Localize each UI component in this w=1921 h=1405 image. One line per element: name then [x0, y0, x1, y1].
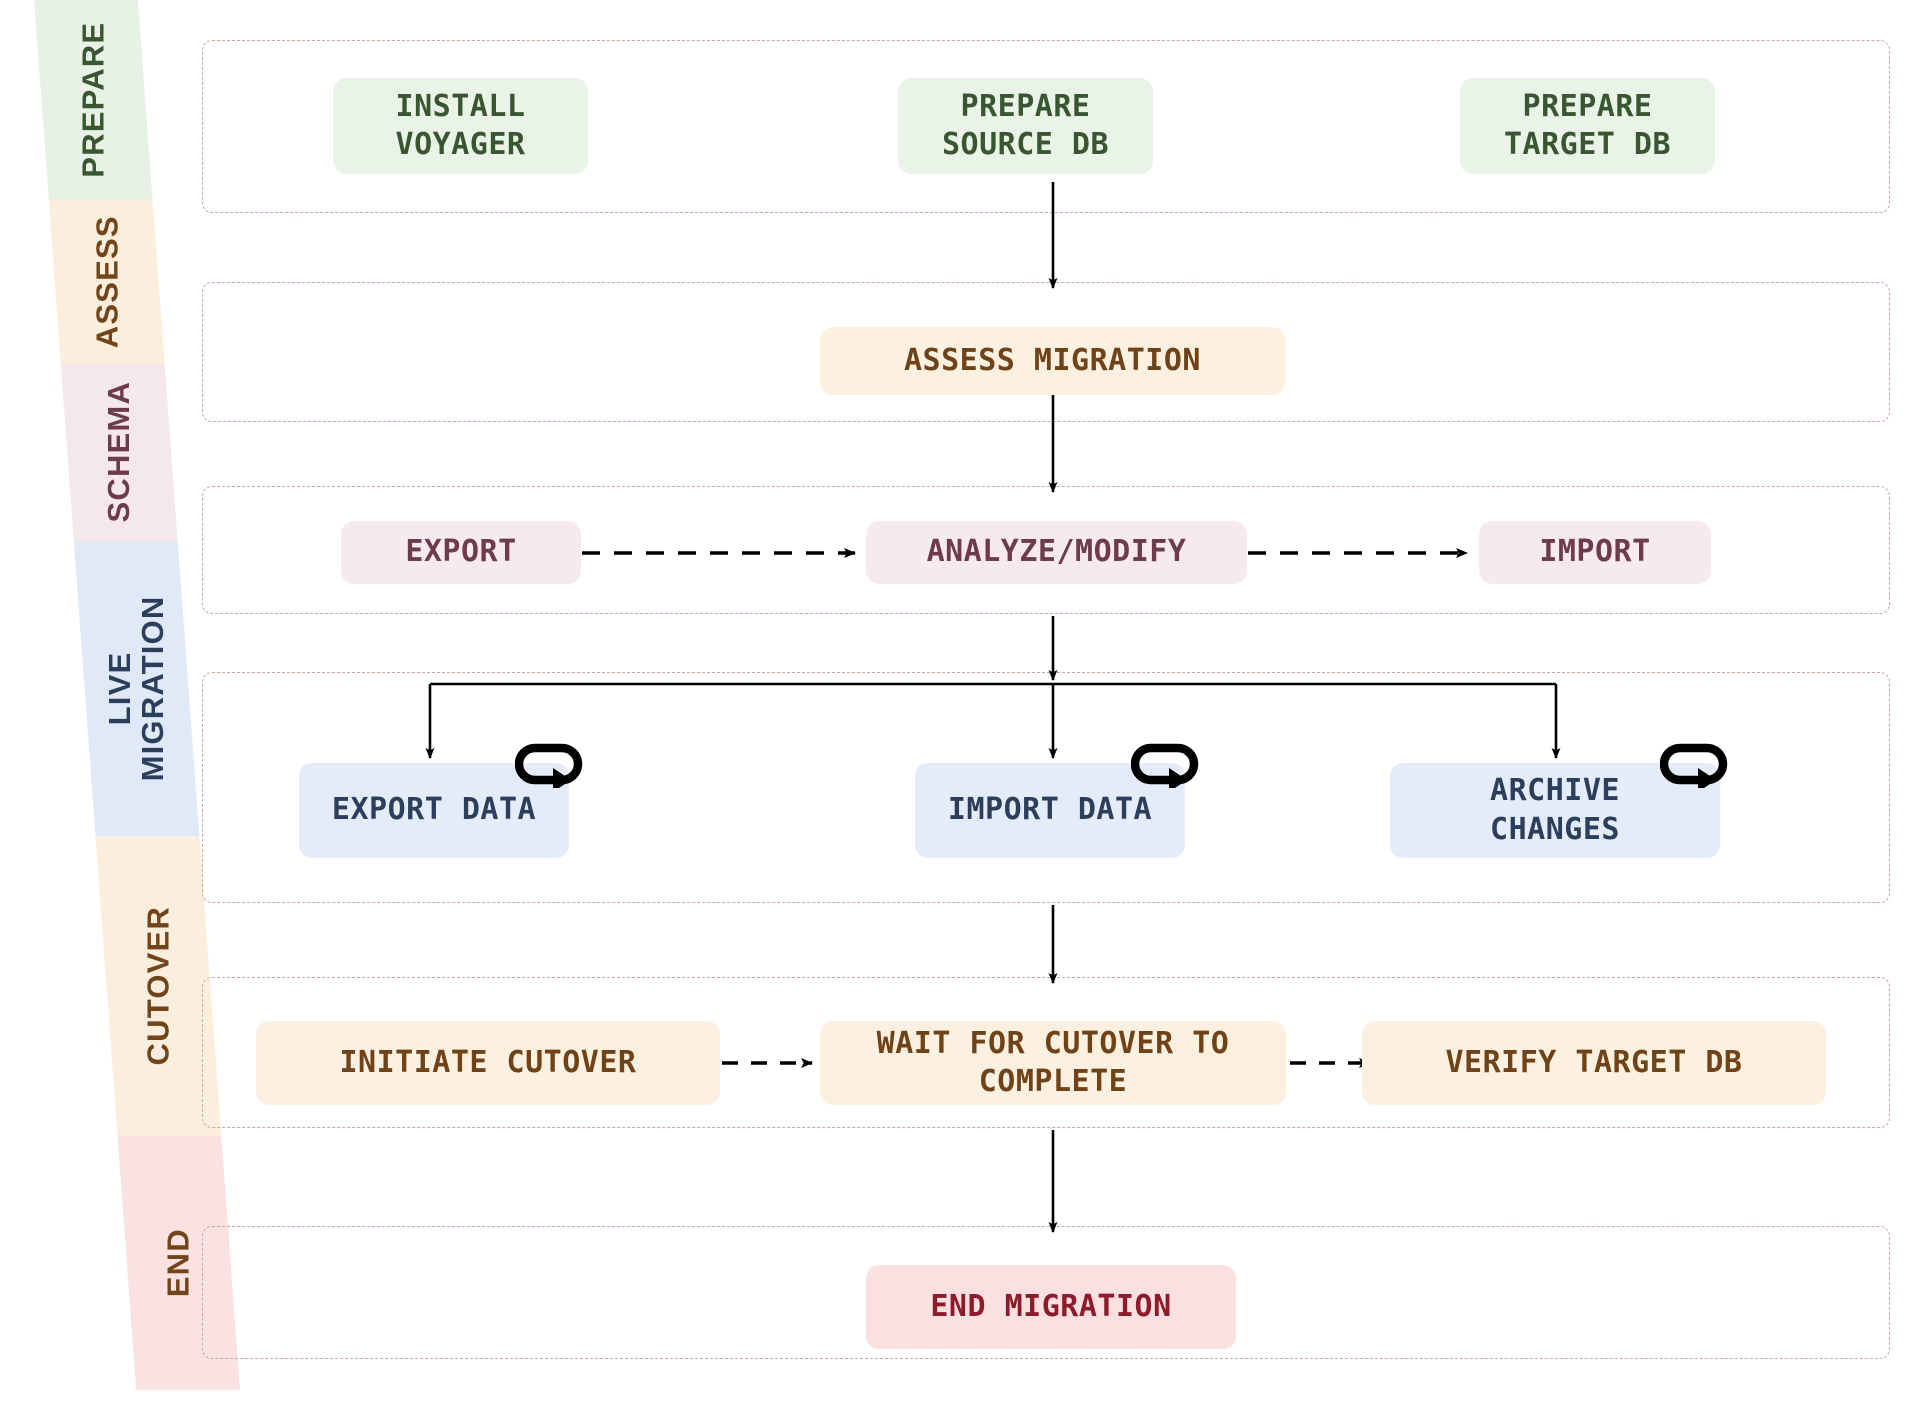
group-cutover	[202, 977, 1890, 1128]
loop-arrow-icon	[1131, 743, 1199, 788]
node-wait-for-cutover[interactable]: WAIT FOR CUTOVER TO COMPLETE	[820, 1021, 1286, 1105]
node-verify-target-db[interactable]: VERIFY TARGET DB	[1362, 1021, 1826, 1105]
group-assess	[202, 282, 1890, 422]
node-prepare-target-db[interactable]: PREPARE TARGET DB	[1460, 78, 1715, 174]
loop-arrow-icon	[515, 743, 583, 788]
node-prepare-source-db[interactable]: PREPARE SOURCE DB	[898, 78, 1153, 174]
node-archive-changes[interactable]: ARCHIVE CHANGES	[1390, 763, 1720, 858]
node-install-voyager[interactable]: INSTALL VOYAGER	[333, 78, 588, 174]
node-export-data[interactable]: EXPORT DATA	[299, 763, 569, 858]
group-prepare	[202, 40, 1890, 213]
group-schema	[202, 486, 1890, 614]
loop-arrow-icon	[1660, 743, 1728, 788]
group-live-migration	[202, 672, 1890, 903]
group-end	[202, 1226, 1890, 1359]
node-assess-migration[interactable]: ASSESS MIGRATION	[820, 327, 1285, 395]
node-export-schema[interactable]: EXPORT	[341, 521, 581, 584]
node-end-migration[interactable]: END MIGRATION	[866, 1265, 1236, 1349]
node-initiate-cutover[interactable]: INITIATE CUTOVER	[256, 1021, 720, 1105]
node-import-schema[interactable]: IMPORT	[1479, 521, 1711, 584]
node-analyze-modify[interactable]: ANALYZE/MODIFY	[866, 521, 1247, 584]
